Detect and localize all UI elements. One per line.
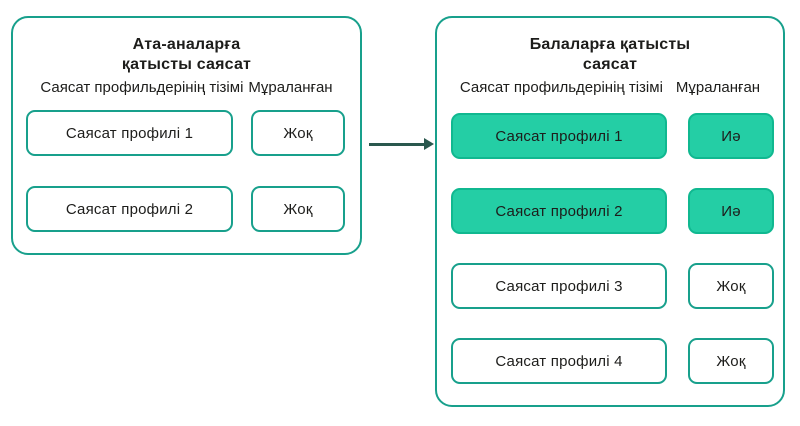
inherited-status-box: Иә	[688, 188, 774, 234]
panel-title: Ата-аналарға қатысты саясат	[13, 35, 360, 75]
panel-title: Балаларға қатысты саясат	[437, 35, 783, 75]
column-header-inherited: Мұраланған	[248, 79, 333, 96]
policy-profile-box: Саясат профилі 3	[451, 263, 667, 309]
panel-title-line: саясат	[582, 56, 638, 73]
policy-profile-box: Саясат профилі 1	[26, 110, 233, 156]
policy-row: Саясат профилі 2 Иә	[451, 188, 774, 234]
policy-row: Саясат профилі 1 Иә	[451, 113, 774, 159]
column-header-profiles: Саясат профильдерінің тізімі	[40, 79, 244, 96]
policy-profile-box: Саясат профилі 2	[451, 188, 667, 234]
inheritance-arrow	[369, 138, 434, 150]
column-headers: Саясат профильдерінің тізімі Мұраланған	[437, 79, 783, 97]
inherited-status-box: Иә	[688, 113, 774, 159]
inherited-status-box: Жоқ	[251, 110, 345, 156]
panel-title-line: Ата-аналарға	[132, 36, 241, 53]
child-policy-panel: Балаларға қатысты саясат Саясат профильд…	[435, 16, 785, 407]
arrow-head-icon	[424, 138, 434, 150]
column-headers: Саясат профильдерінің тізімі Мұраланған	[13, 79, 360, 97]
policy-profile-box: Саясат профилі 4	[451, 338, 667, 384]
panel-title-line: қатысты саясат	[121, 56, 252, 73]
inherited-status-box: Жоқ	[688, 263, 774, 309]
column-header-inherited: Мұраланған	[675, 79, 761, 96]
policy-row: Саясат профилі 4 Жоқ	[451, 338, 774, 384]
policy-row: Саясат профилі 2 Жоқ	[26, 186, 345, 232]
arrow-line	[369, 142, 424, 146]
policy-row: Саясат профилі 3 Жоқ	[451, 263, 774, 309]
inherited-status-box: Жоқ	[251, 186, 345, 232]
policy-profile-box: Саясат профилі 1	[451, 113, 667, 159]
policy-row: Саясат профилі 1 Жоқ	[26, 110, 345, 156]
parent-policy-panel: Ата-аналарға қатысты саясат Саясат профи…	[11, 16, 362, 255]
inherited-status-box: Жоқ	[688, 338, 774, 384]
panel-title-line: Балаларға қатысты	[529, 36, 691, 53]
column-header-profiles: Саясат профильдерінің тізімі	[459, 79, 663, 96]
policy-profile-box: Саясат профилі 2	[26, 186, 233, 232]
